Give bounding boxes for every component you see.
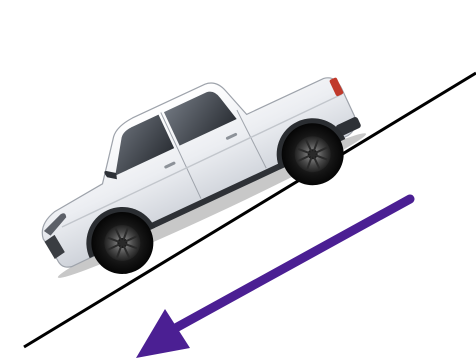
pickup-truck: [10, 31, 377, 302]
